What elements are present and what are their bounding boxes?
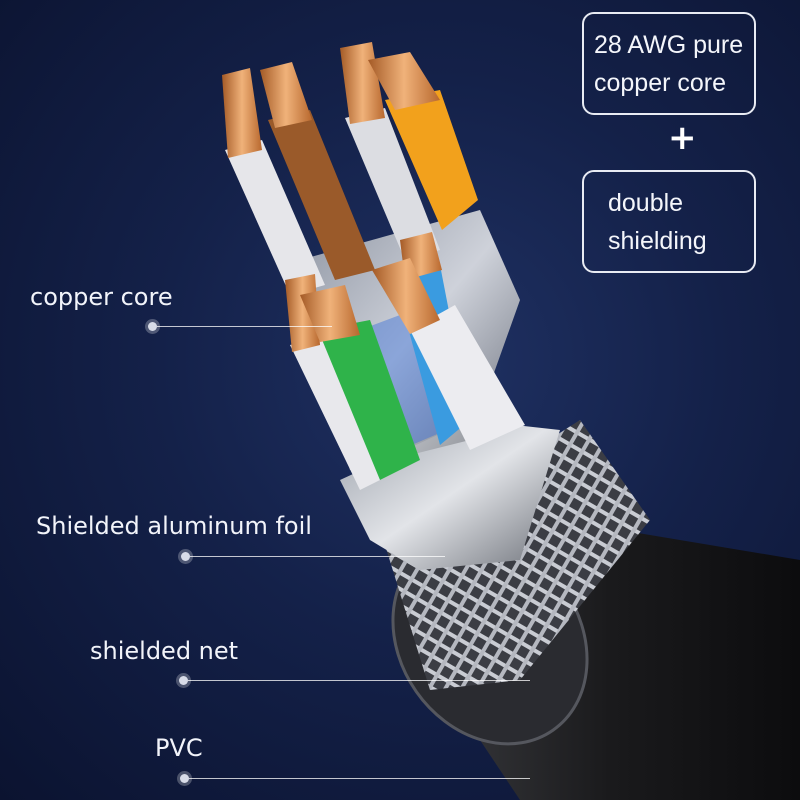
copper-strands: [222, 42, 442, 352]
net-leader-line: [188, 680, 530, 681]
net-dot: [179, 676, 188, 685]
pvc-dot: [180, 774, 189, 783]
foil-label: Shielded aluminum foil: [36, 512, 312, 540]
pvc-label: PVC: [155, 734, 203, 762]
double-shielding-feature-box: double shielding: [582, 170, 756, 273]
foil-dot: [181, 552, 190, 561]
copper-core-dot: [148, 322, 157, 331]
pvc-leader-line: [189, 778, 530, 779]
feature-box-line: copper core: [594, 69, 727, 97]
wire-pairs: [225, 90, 525, 490]
copper-core-feature-box: 28 AWG pure copper core: [582, 12, 756, 115]
copper-core-leader-line: [157, 326, 332, 327]
feature-box-line: double: [608, 189, 684, 217]
foil-leader-line: [190, 556, 445, 557]
plus-sign: +: [668, 118, 697, 158]
feature-box-line: 28 AWG pure: [594, 31, 744, 59]
feature-box-line: shielding: [608, 227, 707, 255]
copper-core-label: copper core: [30, 283, 173, 311]
net-label: shielded net: [90, 637, 239, 665]
